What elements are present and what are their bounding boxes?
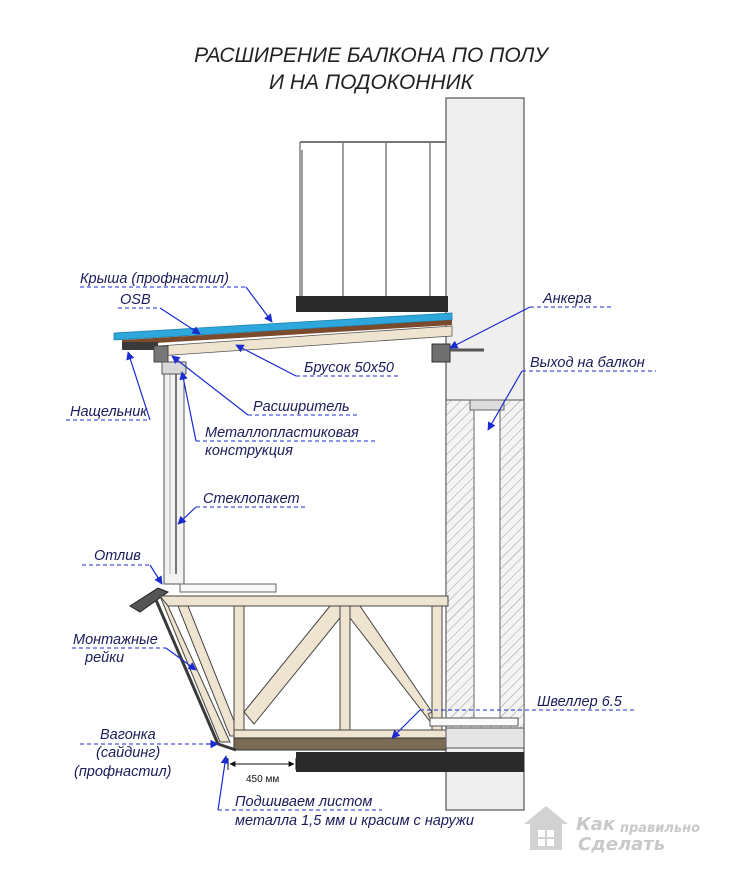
diagram-title-line2: И НА ПОДОКОННИК [269, 71, 475, 94]
label-glass: Стеклопакет [203, 491, 300, 507]
lower-balcony-slab [296, 752, 524, 772]
window-drip [129, 587, 170, 613]
label-channel: Швеллер 6.5 [537, 694, 623, 710]
label-mount-line1: Монтажные [73, 632, 158, 648]
label-bar: Брусок 50х50 [304, 360, 394, 376]
label-mount-line2: рейки [84, 650, 124, 666]
label-sheet-line2: металла 1,5 мм и красим с наружи [235, 813, 474, 829]
building-wall [445, 97, 525, 811]
expander-profile [153, 345, 169, 363]
balcony-door-opening [473, 399, 501, 719]
dimension-label: 450 мм [246, 774, 279, 785]
label-roof: Крыша (профнастил) [80, 271, 229, 287]
house-logo-icon [524, 806, 568, 850]
window-frame [161, 361, 187, 585]
upper-balcony-slab [296, 296, 448, 312]
label-osb: OSB [120, 292, 151, 308]
label-cladding-line3: (профнастил) [74, 764, 172, 780]
existing-slab [445, 727, 525, 749]
label-sheet-line1: Подшиваем листом [235, 794, 372, 810]
dimension-450: 450 мм [227, 758, 297, 785]
cladding-bottom [217, 742, 237, 752]
floor-truss [158, 595, 449, 743]
label-batten: Нащельник [70, 404, 148, 420]
label-drip: Отлив [94, 548, 141, 564]
roof-batten [122, 342, 158, 350]
watermark-word3: Сделать [578, 834, 665, 855]
windowsill [179, 583, 277, 593]
anchor-plate [431, 343, 451, 363]
label-expander: Расширитель [253, 399, 350, 415]
diagram-title-line1: РАСШИРЕНИЕ БАЛКОНА ПО ПОЛУ [194, 44, 550, 67]
steel-channel [427, 711, 519, 727]
label-frame-line1: Металлопластиковая [205, 425, 359, 441]
watermark-word1: Как [576, 814, 616, 835]
floor-board [233, 737, 447, 751]
label-cladding-line2: (сайдинг) [96, 745, 160, 761]
osb-board [122, 320, 452, 345]
watermark-word2: правильно [620, 821, 700, 836]
label-cladding-line1: Вагонка [100, 727, 156, 743]
label-frame-line2: конструкция [205, 443, 293, 459]
cladding [154, 599, 220, 745]
label-exit: Выход на балкон [530, 355, 645, 371]
roof-assembly [113, 312, 453, 363]
watermark-logo: Как правильно Сделать [524, 806, 700, 855]
upper-balcony-railing [299, 141, 446, 296]
label-anchors: Анкера [542, 291, 592, 307]
